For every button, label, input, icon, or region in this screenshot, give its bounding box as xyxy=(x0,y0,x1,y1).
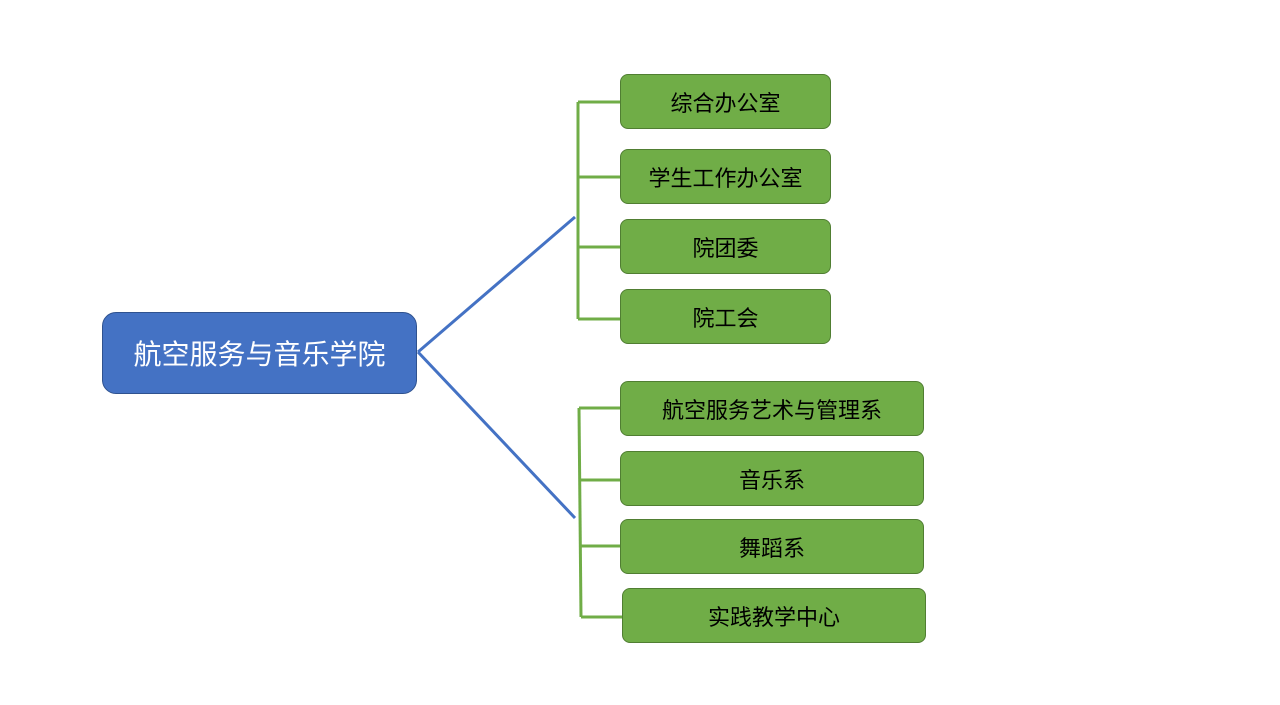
root-node: 航空服务与音乐学院 xyxy=(102,312,417,394)
child-node: 综合办公室 xyxy=(620,74,831,129)
child-label: 航空服务艺术与管理系 xyxy=(661,398,882,424)
child-label: 舞蹈系 xyxy=(738,536,805,562)
child-label: 院工会 xyxy=(692,306,759,332)
child-node: 学生工作办公室 xyxy=(620,149,831,204)
main-connector-upper xyxy=(417,215,576,354)
child-node: 舞蹈系 xyxy=(620,519,924,574)
lower-bracket-spine xyxy=(577,407,583,618)
child-node: 实践教学中心 xyxy=(622,588,926,643)
child-node: 院团委 xyxy=(620,219,831,274)
child-label: 实践教学中心 xyxy=(707,605,840,631)
child-node: 音乐系 xyxy=(620,451,924,506)
child-label: 综合办公室 xyxy=(670,91,781,117)
child-label: 学生工作办公室 xyxy=(648,166,803,192)
main-connector-lower xyxy=(416,350,577,520)
child-node: 航空服务艺术与管理系 xyxy=(620,381,924,436)
child-node: 院工会 xyxy=(620,289,831,344)
child-label: 音乐系 xyxy=(738,468,805,494)
child-label: 院团委 xyxy=(692,236,759,262)
root-label: 航空服务与音乐学院 xyxy=(133,338,386,371)
